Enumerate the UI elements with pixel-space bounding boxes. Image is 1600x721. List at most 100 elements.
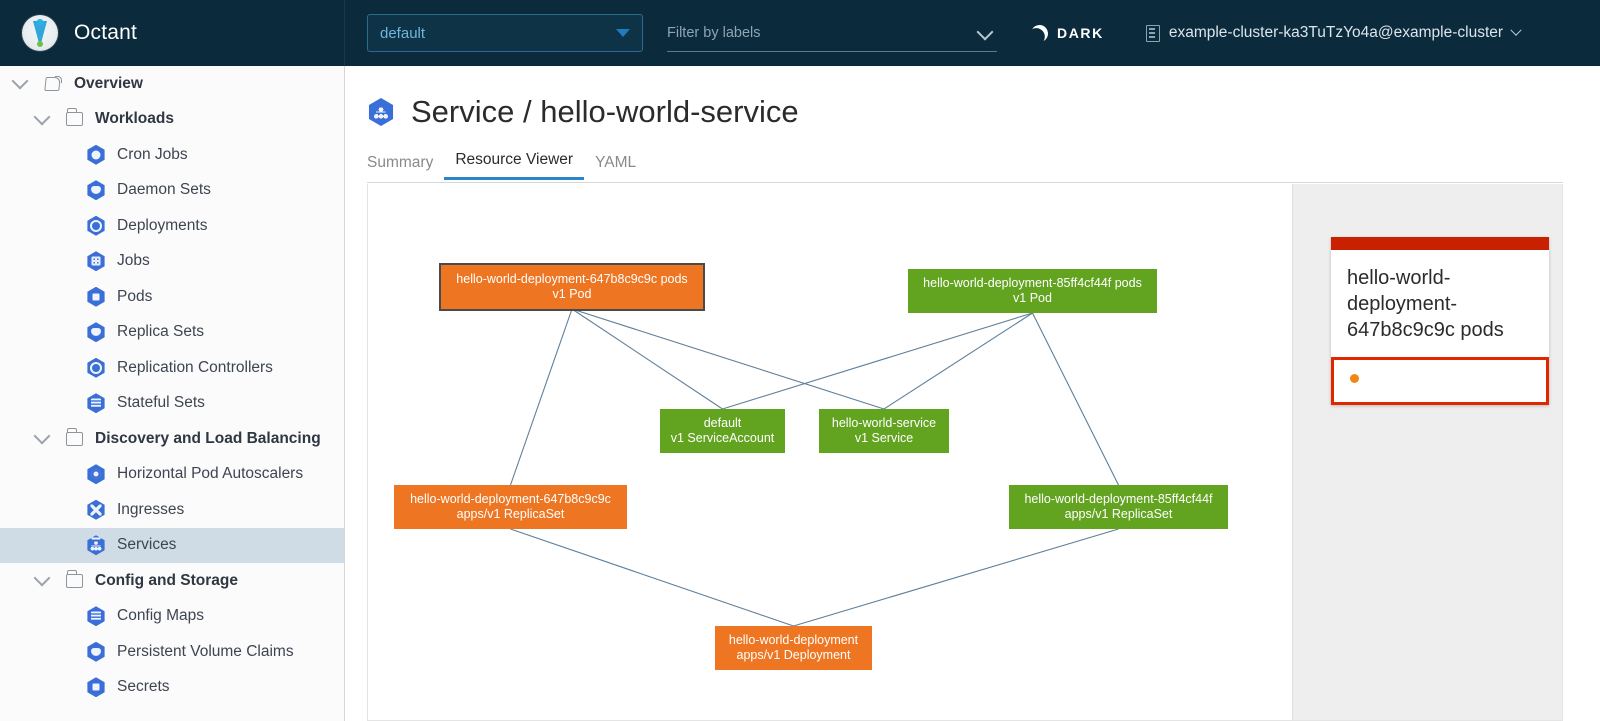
- brand-title: Octant: [74, 21, 138, 44]
- sidebar-item-label: Deployments: [117, 216, 208, 234]
- tab-bar-divider: [367, 182, 1563, 183]
- chevron-down-icon[interactable]: [32, 108, 52, 126]
- graph-node-kind: v1 ServiceAccount: [670, 431, 775, 445]
- graph-node-kind: apps/v1 Deployment: [736, 648, 851, 662]
- sidebar-item-cron-jobs[interactable]: Cron Jobs: [0, 137, 344, 173]
- graph-node-kind: v1 Pod: [552, 287, 592, 301]
- chevron-down-icon[interactable]: [32, 427, 52, 445]
- page-title-text: Service / hello-world-service: [411, 94, 799, 129]
- octant-logo-icon: [22, 15, 58, 51]
- tab-yaml[interactable]: YAML: [595, 154, 637, 171]
- sidebar-item-label: Persistent Volume Claims: [117, 642, 294, 660]
- dark-mode-toggle[interactable]: DARK: [1031, 25, 1104, 42]
- sidebar-item-workloads[interactable]: Workloads: [0, 102, 344, 138]
- sidebar-item-overview[interactable]: Overview: [0, 66, 344, 102]
- namespace-value: default: [380, 24, 426, 42]
- sidebar-item-pods[interactable]: Pods: [0, 279, 344, 315]
- graph-node-name: hello-world-service: [831, 416, 937, 430]
- detail-side-panel: hello-world-deployment-647b8c9c9c pods: [1292, 184, 1562, 720]
- sidebar-item-horizontal-pod-autoscalers[interactable]: Horizontal Pod Autoscalers: [0, 457, 344, 493]
- sidebar-item-discovery-and-load-balancing[interactable]: Discovery and Load Balancing: [0, 421, 344, 457]
- k8s-replicaset-icon: [87, 322, 105, 343]
- sidebar-item-config-and-storage[interactable]: Config and Storage: [0, 563, 344, 599]
- k8s-configmap-icon: [87, 606, 105, 627]
- k8s-service-icon: [87, 535, 105, 556]
- graph-node-name: hello-world-deployment-85ff4cf44f: [1024, 492, 1213, 506]
- sidebar-item-stateful-sets[interactable]: Stateful Sets: [0, 386, 344, 422]
- sidebar-item-deployments[interactable]: Deployments: [0, 208, 344, 244]
- sidebar-item-label: Horizontal Pod Autoscalers: [117, 465, 304, 483]
- folder-icon: [66, 427, 83, 446]
- sidebar-item-label: Ingresses: [117, 500, 185, 518]
- sidebar-item-label: Secrets: [117, 678, 170, 696]
- sidebar-item-label: Replication Controllers: [117, 358, 273, 376]
- sidebar-item-label: Stateful Sets: [117, 394, 205, 412]
- tab-resource-viewer[interactable]: Resource Viewer: [444, 151, 585, 180]
- graph-node-kind: apps/v1 ReplicaSet: [1064, 507, 1173, 521]
- chevron-down-icon: [1510, 24, 1522, 36]
- cluster-icon: [1145, 24, 1160, 42]
- tab-summary[interactable]: Summary: [367, 154, 434, 171]
- folder-icon: [66, 108, 83, 127]
- k8s-cronjob-icon: [87, 144, 105, 165]
- moon-icon: [1031, 25, 1048, 42]
- page-title: Service / hello-world-service: [367, 94, 1600, 130]
- dark-mode-label: DARK: [1057, 25, 1104, 41]
- sidebar-item-jobs[interactable]: Jobs: [0, 244, 344, 280]
- sidebar-item-secrets[interactable]: Secrets: [0, 670, 344, 706]
- k8s-pod-icon: [87, 286, 105, 307]
- k8s-hpa-icon: [87, 464, 105, 485]
- graph-node-name: default: [703, 416, 742, 430]
- cluster-selector[interactable]: example-cluster-ka3TuTzYo4a@example-clus…: [1145, 24, 1522, 42]
- label-filter-placeholder: Filter by labels: [667, 24, 761, 41]
- namespace-select[interactable]: default: [367, 14, 643, 52]
- sidebar-item-label: Config and Storage: [95, 571, 238, 589]
- sidebar-item-replica-sets[interactable]: Replica Sets: [0, 315, 344, 351]
- chevron-down-icon[interactable]: [10, 72, 30, 90]
- sidebar-item-label: Daemon Sets: [117, 181, 211, 199]
- k8s-deployment-icon: [87, 215, 105, 236]
- sidebar-item-label: Services: [117, 536, 177, 554]
- k8s-secret-icon: [87, 677, 105, 698]
- graph-node-name: hello-world-deployment-647b8c9c9c: [410, 492, 611, 506]
- sidebar-item-persistent-volume-claims[interactable]: Persistent Volume Claims: [0, 634, 344, 670]
- sidebar-item-ingresses[interactable]: Ingresses: [0, 492, 344, 528]
- card-status-body: [1331, 357, 1549, 405]
- graph-node-kind: v1 Service: [854, 431, 914, 445]
- sidebar-item-config-maps[interactable]: Config Maps: [0, 599, 344, 635]
- chevron-down-icon: [616, 29, 630, 37]
- sidebar-item-services[interactable]: Services: [0, 527, 344, 563]
- graph-edges: [509, 308, 1119, 627]
- sidebar-item-label: Cron Jobs: [117, 145, 188, 163]
- graph-node-name: hello-world-deployment-647b8c9c9c pods: [456, 272, 688, 286]
- overview-icon: [44, 75, 62, 92]
- graph-node-name: hello-world-deployment: [728, 633, 859, 647]
- graph-node-kind: apps/v1 ReplicaSet: [456, 507, 565, 521]
- status-dot-icon: [1350, 374, 1359, 383]
- chevron-down-icon[interactable]: [32, 569, 52, 587]
- chevron-down-icon: [976, 23, 994, 41]
- sidebar-item-label: Jobs: [117, 252, 150, 270]
- top-header-bar: Octant default Filter by labels DARK exa…: [0, 0, 1600, 66]
- k8s-replicationcontroller-icon: [87, 357, 105, 378]
- card-title: hello-world-deployment-647b8c9c9c pods: [1347, 267, 1504, 341]
- sidebar-item-daemon-sets[interactable]: Daemon Sets: [0, 173, 344, 209]
- sidebar-item-label: Pods: [117, 287, 153, 305]
- sidebar-item-label: Discovery and Load Balancing: [95, 429, 321, 447]
- graph-node-name: hello-world-deployment-85ff4cf44f pods: [923, 276, 1142, 290]
- brand-area[interactable]: Octant: [0, 0, 345, 66]
- sidebar-item-label: Config Maps: [117, 607, 205, 625]
- resource-detail-card[interactable]: hello-world-deployment-647b8c9c9c pods: [1331, 237, 1549, 405]
- label-filter-input[interactable]: Filter by labels: [667, 14, 997, 52]
- sidebar-item-replication-controllers[interactable]: Replication Controllers: [0, 350, 344, 386]
